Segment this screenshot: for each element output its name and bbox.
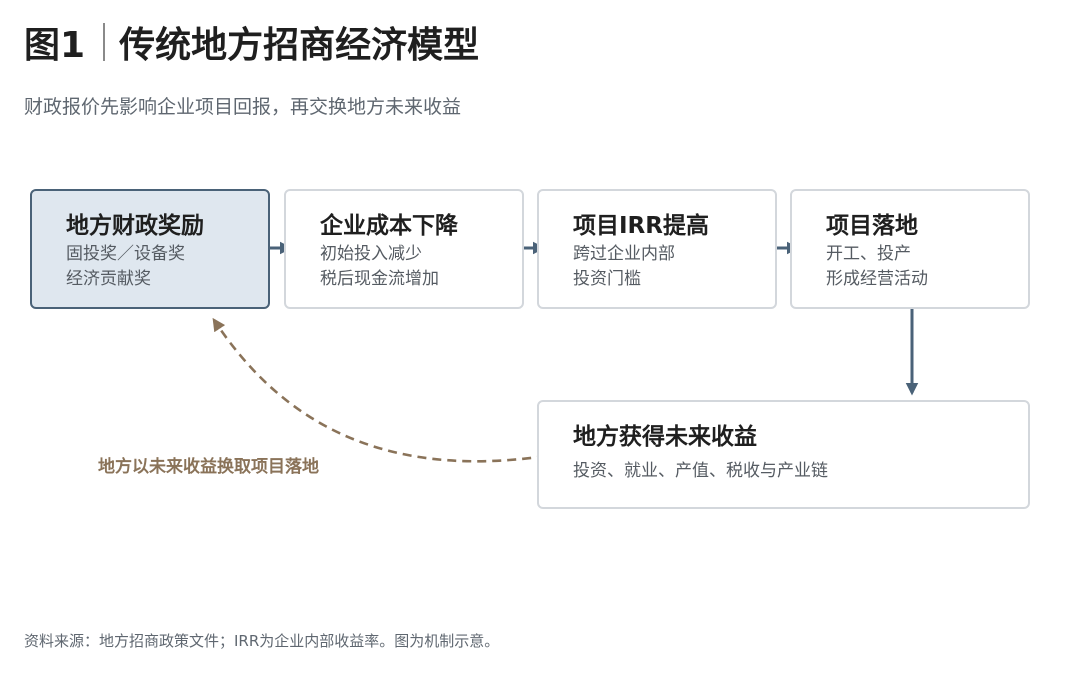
node-title: 项目IRR提高 <box>573 213 709 239</box>
title-divider <box>103 23 106 61</box>
node-detail: 初始投入减少 <box>320 244 422 264</box>
source-footnote: 资料来源：地方招商政策文件；IRR为企业内部收益率。图为机制示意。 <box>24 632 500 650</box>
title-row: 图1 传统地方招商经济模型 <box>24 16 479 68</box>
node-future-gains: 地方获得未来收益 投资、就业、产值、税收与产业链 <box>537 400 1030 509</box>
node-cost-down: 企业成本下降 初始投入减少 税后现金流增加 <box>284 189 524 309</box>
feedback-label: 地方以未来收益换取项目落地 <box>98 457 319 477</box>
node-title: 项目落地 <box>826 213 918 239</box>
node-detail: 经济贡献奖 <box>66 269 151 289</box>
node-detail: 形成经营活动 <box>826 269 928 289</box>
node-title: 企业成本下降 <box>320 213 458 239</box>
node-detail: 固投奖／设备奖 <box>66 244 185 264</box>
node-detail: 投资、就业、产值、税收与产业链 <box>573 461 828 481</box>
node-title: 地方获得未来收益 <box>573 424 757 450</box>
feedback-arrow <box>212 317 547 463</box>
page-title: 传统地方招商经济模型 <box>119 25 480 66</box>
node-local-finance-reward: 地方财政奖励 固投奖／设备奖 经济贡献奖 <box>30 189 270 309</box>
node-detail: 投资门槛 <box>573 269 641 289</box>
node-detail: 税后现金流增加 <box>320 269 439 289</box>
node-project-landing: 项目落地 开工、投产 形成经营活动 <box>790 189 1030 309</box>
figure-label: 图1 <box>24 25 86 66</box>
node-title: 地方财政奖励 <box>66 213 204 239</box>
node-irr-up: 项目IRR提高 跨过企业内部 投资门槛 <box>537 189 777 309</box>
node-detail: 开工、投产 <box>826 244 911 264</box>
page-subtitle: 财政报价先影响企业项目回报，再交换地方未来收益 <box>24 96 462 118</box>
node-detail: 跨过企业内部 <box>573 244 675 264</box>
